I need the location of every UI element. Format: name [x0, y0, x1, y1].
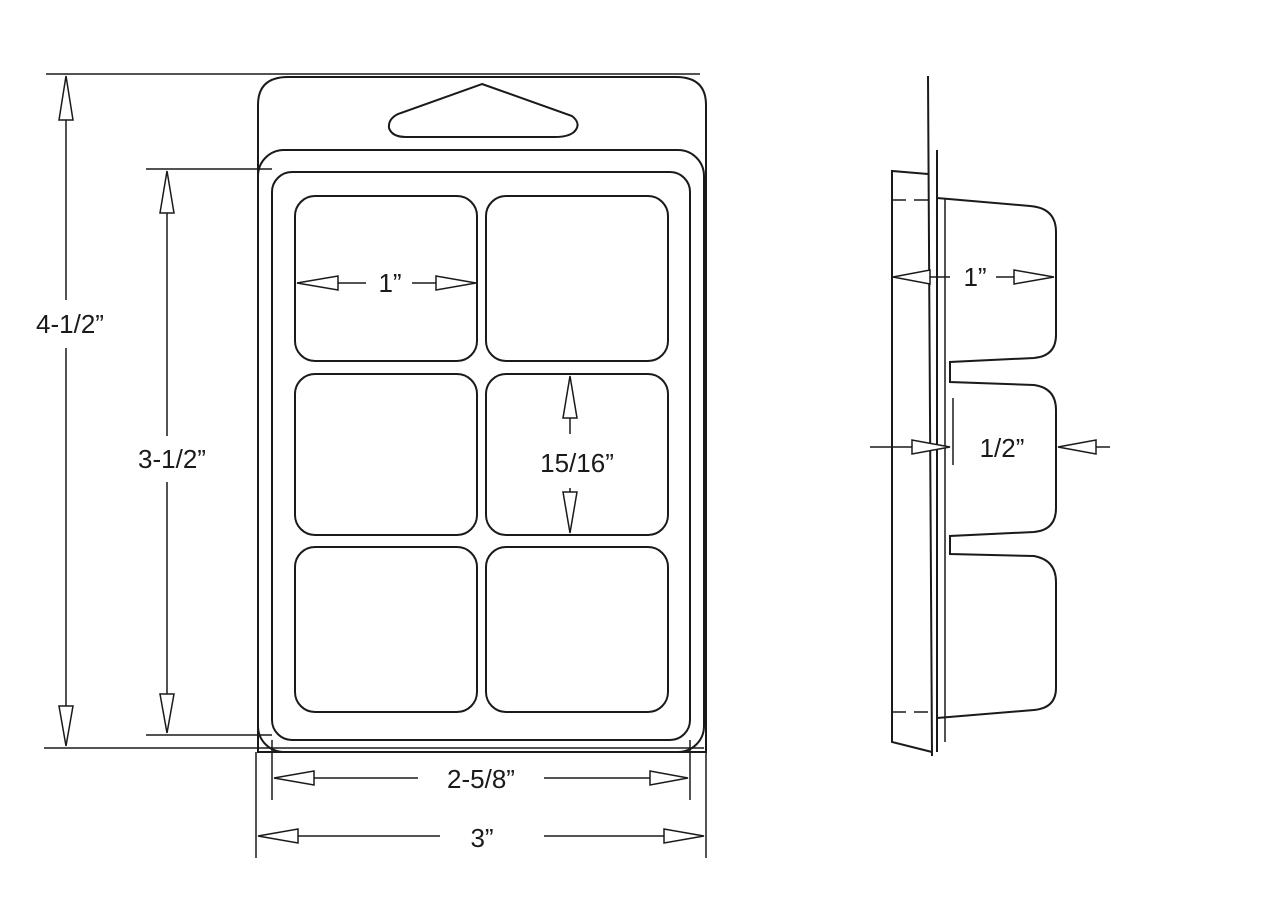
dimension-cavity-depth: 1” — [892, 262, 1055, 292]
cavity-2 — [485, 195, 669, 362]
front-view — [257, 76, 707, 753]
dimension-cavity-width: 1” — [296, 268, 477, 298]
arrowhead-left — [1057, 439, 1097, 455]
arrowhead-down — [562, 491, 578, 534]
label-overall-height: 4-1/2” — [36, 309, 104, 339]
cavity-5 — [294, 546, 478, 713]
arrowhead-down — [58, 705, 74, 747]
arrowhead-left — [892, 269, 931, 285]
dimension-overall-height: 4-1/2” — [20, 73, 704, 749]
arrowhead-right — [649, 770, 689, 786]
arrowhead-down — [159, 693, 175, 734]
hang-hole — [387, 82, 579, 138]
label-overall-width: 3” — [470, 823, 493, 853]
cavity-1 — [294, 195, 478, 362]
arrowhead-right — [911, 439, 951, 455]
side-view — [891, 75, 1057, 757]
dimension-blister-width: 2-5/8” — [271, 740, 691, 800]
cavity-4 — [485, 373, 669, 536]
dimension-cavity-height: 15/16” — [540, 375, 614, 534]
arrowhead-up — [58, 75, 74, 121]
arrowhead-up — [159, 170, 175, 214]
cavity-6 — [485, 546, 669, 713]
flange-profile — [891, 169, 933, 753]
label-blister-width: 2-5/8” — [447, 764, 515, 794]
label-cavity-width: 1” — [378, 268, 401, 298]
label-cavity-depth: 1” — [963, 262, 986, 292]
arrowhead-right — [663, 828, 705, 844]
dimension-gap: 1/2” — [870, 398, 1110, 465]
arrowhead-left — [257, 828, 299, 844]
arrowhead-right — [435, 275, 477, 291]
cavity-3 — [294, 373, 478, 536]
label-gap: 1/2” — [980, 433, 1025, 463]
dimension-overall-width: 3” — [255, 752, 707, 858]
cavity-profile — [936, 197, 1057, 719]
arrowhead-left — [273, 770, 315, 786]
card-outline — [257, 76, 707, 753]
card-edge — [927, 75, 933, 757]
blister-flange — [257, 149, 705, 753]
label-blister-height: 3-1/2” — [138, 444, 206, 474]
arrowhead-left — [296, 275, 339, 291]
arrowhead-up — [562, 375, 578, 419]
dimension-blister-height: 3-1/2” — [125, 168, 272, 736]
blister-tray — [271, 171, 691, 741]
arrowhead-right — [1013, 269, 1055, 285]
label-cavity-height: 15/16” — [540, 448, 614, 478]
